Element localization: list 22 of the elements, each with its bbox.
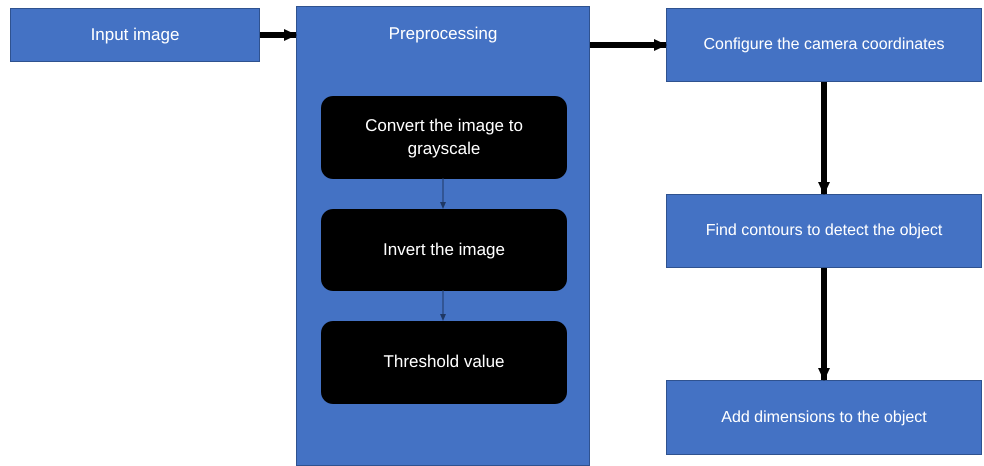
process-box [666,8,982,82]
arrow [590,39,667,51]
process-box [666,380,982,455]
arrow [440,178,446,209]
process-box [10,8,260,62]
arrow [818,268,830,381]
arrow [818,82,830,195]
box-label: Invert the image [383,238,505,261]
box-label: Convert the image to grayscale [364,114,524,160]
box-label: Add dimensions to the object [721,408,927,428]
group-box [296,6,590,466]
arrow [260,29,297,41]
step-box [321,209,567,291]
box-label: Configure the camera coordinates [703,35,945,56]
box-label: Input image [90,24,180,46]
step-box [321,321,567,404]
process-box [666,194,982,268]
box-label: Preprocessing [388,23,498,45]
box-label: Threshold value [384,351,504,374]
box-label: Find contours to detect the object [706,221,942,242]
step-box [321,96,567,179]
arrow [440,290,446,321]
